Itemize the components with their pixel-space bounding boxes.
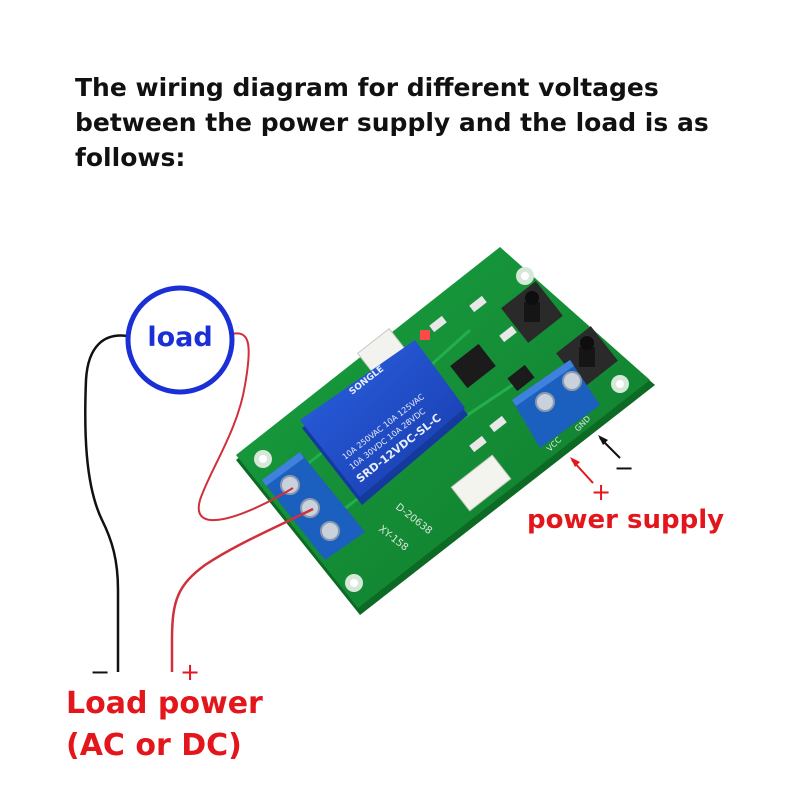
ic-chip (450, 343, 496, 389)
heading-line-3: follows: (75, 143, 186, 172)
load-negative-wire (84, 334, 128, 672)
gnd-arrow (598, 435, 621, 459)
push-button (501, 281, 563, 343)
signal-connector (450, 454, 512, 512)
load-positive-wire (170, 507, 314, 672)
load-circle (125, 285, 235, 395)
terminal-screw (280, 475, 300, 495)
load-to-relay-wire (197, 332, 294, 522)
transistor (507, 364, 535, 392)
load-power-minus-sign: − (90, 658, 111, 686)
vcc-arrow (570, 457, 594, 484)
led-indicator (420, 330, 430, 340)
terminal-screw (320, 521, 340, 541)
heading-line-2: between the power supply and the load is… (75, 108, 709, 137)
load-power-plus-sign: + (180, 658, 201, 686)
load-power-label: Load power (66, 686, 263, 721)
terminal-screw (535, 392, 555, 412)
load-power-type-label: (AC or DC) (66, 728, 242, 763)
power-supply-plus-sign: + (591, 478, 612, 506)
terminal-screw (562, 371, 582, 391)
load-label: load (147, 322, 213, 353)
power-supply-minus-sign: − (614, 454, 635, 482)
diagram-heading: The wiring diagram for different voltage… (75, 70, 765, 175)
power-supply-label: power supply (527, 505, 725, 535)
heading-line-1: The wiring diagram for different voltage… (75, 73, 659, 102)
